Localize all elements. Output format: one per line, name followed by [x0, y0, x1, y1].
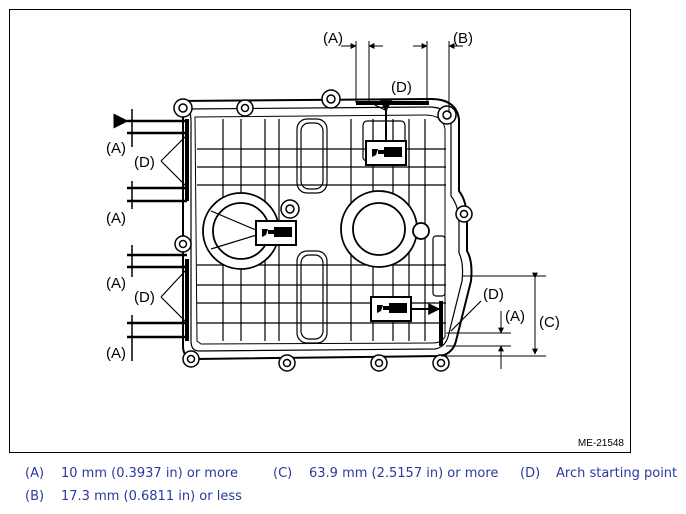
callout-d-left-1: (D)	[134, 154, 155, 171]
callout-d-left-2: (D)	[134, 289, 155, 306]
callout-a-left-2: (A)	[106, 210, 126, 227]
callout-b-top: (B)	[453, 30, 473, 47]
legend-key: (A)	[25, 466, 45, 481]
legend-item-b: (B) 17.3 mm (0.6811 in) or less	[25, 489, 242, 504]
diagram-frame: (A) (B) (D) (A) (D) (A) (A) (D) (A) (D) …	[9, 9, 631, 453]
callout-c-right: (C)	[539, 314, 560, 331]
legend-text: 17.3 mm (0.6811 in) or less	[61, 489, 242, 504]
figure-id: ME-21548	[577, 438, 624, 449]
legend-text: Arch starting point	[556, 466, 678, 481]
legend-key: (B)	[25, 489, 45, 504]
callout-d-top: (D)	[391, 79, 412, 96]
legend-key: (D)	[520, 466, 541, 481]
sealant-gun-icon	[255, 220, 297, 246]
callout-a-right: (A)	[505, 308, 525, 325]
callout-d-right: (D)	[483, 286, 504, 303]
legend-item-a: (A) 10 mm (0.3937 in) or more	[25, 466, 238, 481]
arch-pointer-lines	[160, 102, 482, 332]
legend-item-c: (C) 63.9 mm (2.5157 in) or more	[273, 466, 498, 481]
legend-item-d: (D) Arch starting point	[520, 466, 677, 481]
right-dimension-lines	[441, 272, 546, 369]
sealant-gun-icon	[365, 100, 407, 166]
callout-a-top: (A)	[323, 30, 343, 47]
legend-key: (C)	[273, 466, 293, 481]
legend-text: 10 mm (0.3937 in) or more	[61, 466, 238, 481]
callout-a-left-1: (A)	[106, 140, 126, 157]
callout-a-left-4: (A)	[106, 345, 126, 362]
bolt-bosses	[173, 89, 473, 372]
top-dimension-lines	[341, 41, 463, 113]
oil-pan-sealant-diagram: (A) (B) (D) (A) (D) (A) (A) (D) (A) (D) …	[106, 30, 560, 372]
sealant-gun-icon	[370, 296, 441, 322]
legend-text: 63.9 mm (2.5157 in) or more	[309, 466, 499, 481]
cylinder-openings	[202, 190, 430, 270]
left-dimension-arrows	[113, 109, 187, 361]
callout-a-left-3: (A)	[106, 275, 126, 292]
